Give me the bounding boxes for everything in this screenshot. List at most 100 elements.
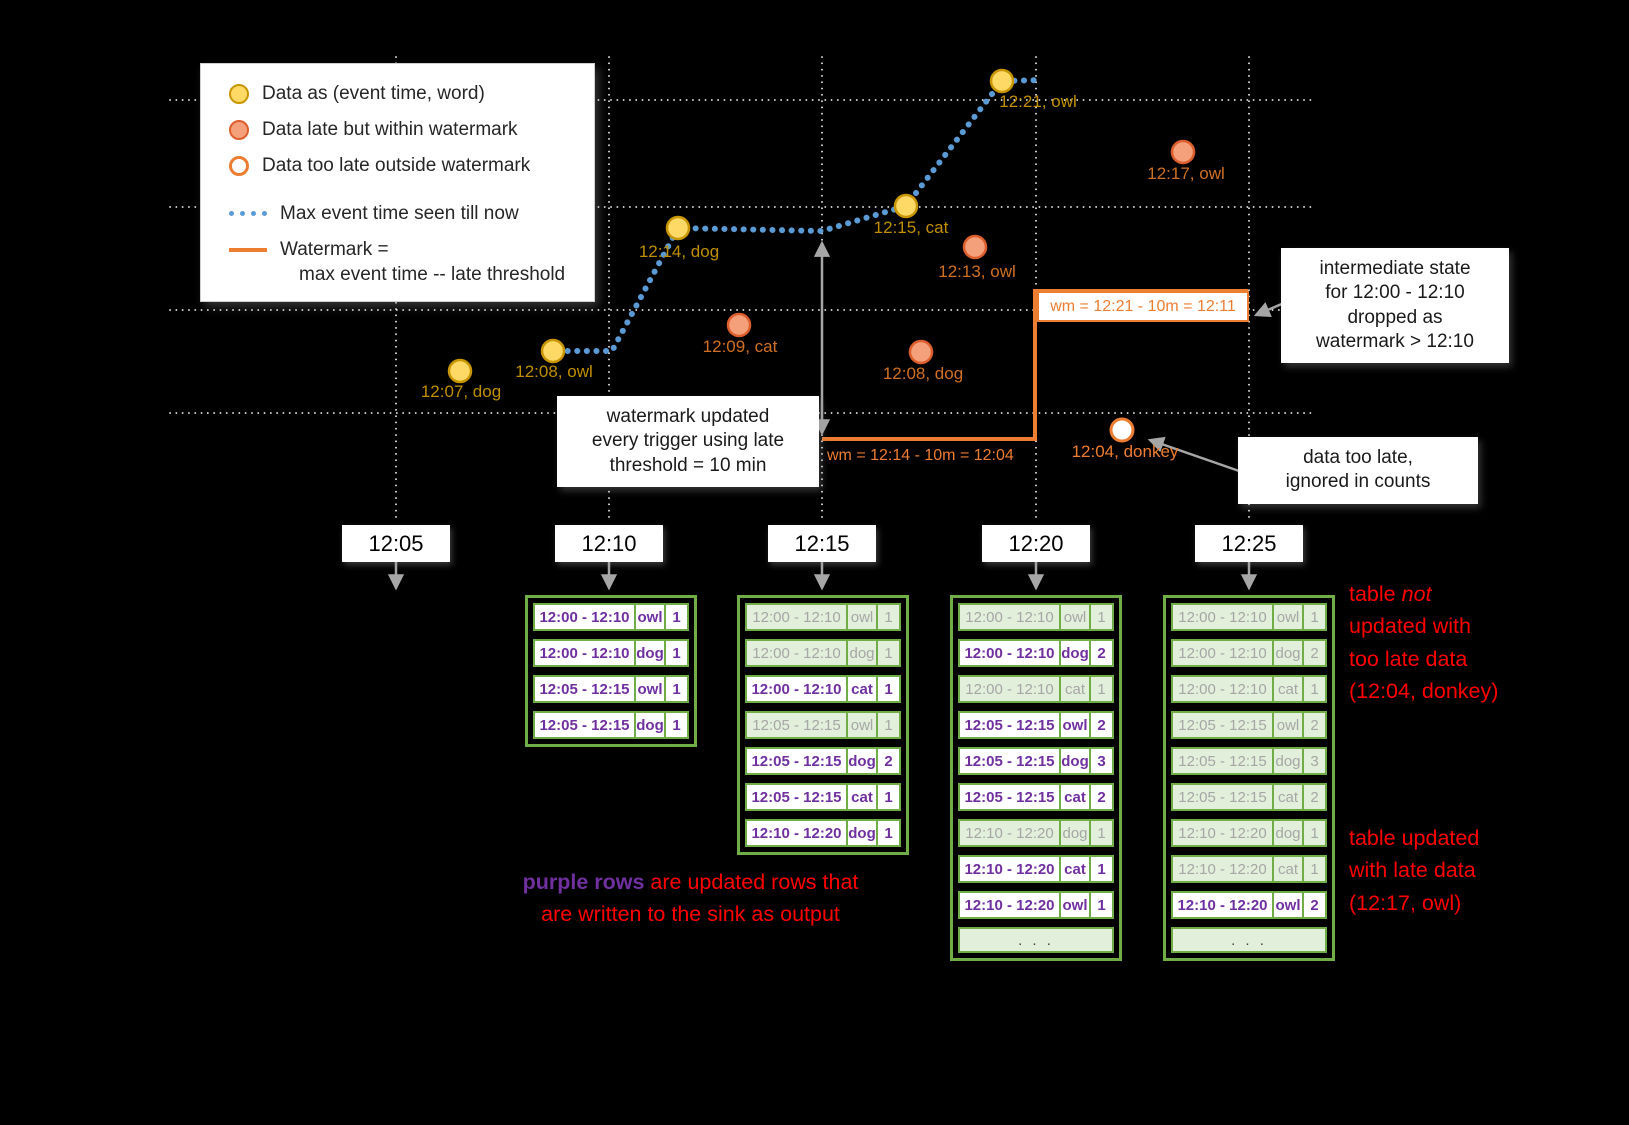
legend-item-late: Data late but within watermark (217, 116, 578, 143)
point-label-12-17-owl: 12:17, owl (1147, 164, 1225, 183)
data-points (447, 68, 1196, 443)
count-cell: 2 (1302, 711, 1327, 739)
legend-item-watermark-cont: max event time -- late threshold (217, 263, 578, 287)
legend: Data as (event time, word) Data late but… (200, 63, 595, 302)
word-cell: owl (846, 603, 878, 631)
callout-line: dropped as (1347, 306, 1443, 328)
callout-line: watermark > 12:10 (1316, 330, 1474, 352)
window-cell: 12:05 - 12:15 (745, 747, 848, 775)
word-cell: owl (1059, 711, 1091, 739)
word-cell: cat (1272, 675, 1304, 703)
count-cell: 2 (1089, 711, 1114, 739)
watermark-line-icon (229, 247, 267, 252)
count-cell: 1 (876, 783, 901, 811)
window-cell: 12:00 - 12:10 (745, 675, 848, 703)
word-cell: dog (1059, 819, 1091, 847)
count-cell: 1 (1089, 603, 1114, 631)
intermediate-state-callout: intermediate state for 12:00 - 12:10 dro… (1281, 248, 1509, 364)
note-line: (12:04, donkey) (1349, 678, 1499, 703)
window-cell: 12:10 - 12:20 (1171, 855, 1274, 883)
word-cell: dog (1272, 819, 1304, 847)
count-cell: 1 (876, 819, 901, 847)
word-cell: owl (846, 711, 878, 739)
legend-item-too-late: Data too late outside watermark (217, 152, 578, 179)
callout-line: intermediate state (1319, 258, 1471, 279)
count-cell: 2 (1302, 639, 1327, 667)
intermediate-callout-arrow (1253, 301, 1285, 318)
word-cell: dog (1272, 639, 1304, 667)
watermark-trigger-callout: watermark updated every trigger using la… (557, 396, 819, 487)
callout-line: for 12:00 - 12:10 (1325, 282, 1465, 304)
window-cell: 12:10 - 12:20 (958, 891, 1061, 919)
window-cell: 12:05 - 12:15 (958, 783, 1061, 811)
point-12-15-cat (893, 193, 919, 219)
count-cell: 1 (1302, 675, 1327, 703)
count-cell: 1 (1089, 855, 1114, 883)
window-cell: 12:00 - 12:10 (745, 603, 848, 631)
word-cell: dog (846, 819, 878, 847)
window-cell: 12:10 - 12:20 (958, 819, 1061, 847)
too-late-callout-arrow (1147, 436, 1243, 474)
point-12-21-owl (989, 68, 1015, 94)
legend-item-ontime: Data as (event time, word) (217, 80, 578, 107)
note-line: (12:17, owl) (1349, 890, 1462, 915)
word-cell: cat (1059, 675, 1091, 703)
window-cell: 12:05 - 12:15 (745, 783, 848, 811)
point-12-04-donkey (1109, 417, 1135, 443)
callout-line: every trigger using late (591, 430, 785, 452)
window-cell: 12:00 - 12:10 (1171, 603, 1274, 631)
too-late-callout: data too late, ignored in counts (1238, 437, 1478, 504)
word-cell: owl (1272, 891, 1304, 919)
point-12-09-cat (726, 312, 752, 338)
gray-arrows (387, 240, 1285, 591)
count-cell: 2 (1089, 783, 1114, 811)
word-cell: dog (1272, 747, 1304, 775)
window-cell: 12:00 - 12:10 (958, 639, 1061, 667)
legend-label: Watermark = (280, 238, 389, 260)
note-line: table not (1349, 578, 1564, 610)
word-cell: dog (846, 639, 878, 667)
point-label-12-08-dog: 12:08, dog (882, 364, 964, 383)
count-cell: 1 (664, 603, 689, 631)
count-cell: 1 (876, 639, 901, 667)
count-cell: 1 (664, 711, 689, 739)
window-cell: 12:10 - 12:20 (1171, 891, 1274, 919)
legend-label: max event time -- late threshold (299, 264, 566, 285)
purple-note-line1: purple rows are updated rows that (468, 866, 913, 898)
watermark-value-2: wm = 12:21 - 10m = 12:11 (1037, 291, 1249, 322)
word-cell: owl (1059, 603, 1091, 631)
word-cell: owl (1272, 603, 1304, 631)
word-cell: cat (1272, 783, 1304, 811)
legend-label: Data late but within watermark (262, 118, 518, 140)
count-cell: 1 (1089, 891, 1114, 919)
purple-note-line2: are written to the sink as output (541, 902, 840, 927)
note-prefix: table (1349, 582, 1402, 606)
purple-rows-highlight: purple rows (522, 870, 645, 894)
note-line: with late data (1349, 858, 1476, 883)
time-box-12-10: 12:10 (555, 525, 663, 562)
word-cell: dog (1059, 639, 1091, 667)
callout-line: watermark updated (606, 406, 770, 427)
point-label-12-04-donkey: 12:04, donkey (1071, 442, 1179, 461)
count-cell: 1 (876, 711, 901, 739)
count-cell: 2 (1089, 639, 1114, 667)
watermark-value-1: wm = 12:14 - 10m = 12:04 (827, 447, 1014, 464)
